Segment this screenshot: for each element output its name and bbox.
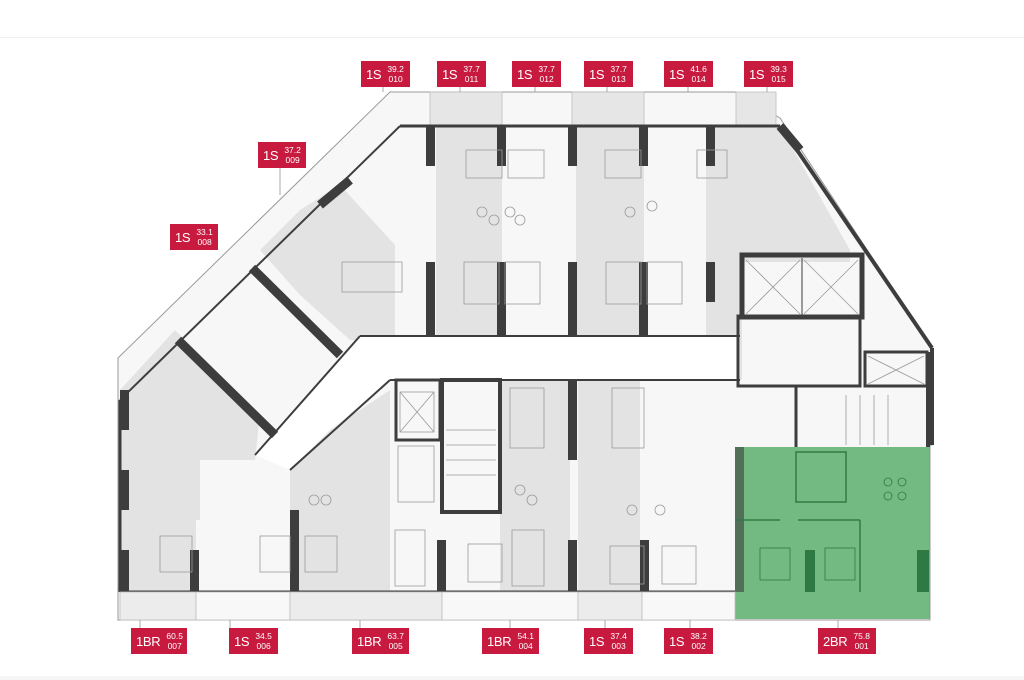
unit-type: 1S <box>263 147 279 163</box>
unit-type: 2BR <box>823 633 848 649</box>
unit-area: 37.7 <box>538 64 555 74</box>
unit-area: 39.2 <box>387 64 404 74</box>
unit-number: 014 <box>691 74 706 84</box>
highlighted-unit-001[interactable] <box>735 447 930 619</box>
unit-number: 008 <box>197 237 212 247</box>
unit-area: 60.5 <box>166 631 183 641</box>
unit-number: 007 <box>167 641 182 651</box>
unit-area: 37.2 <box>284 145 301 155</box>
unit-001-interior <box>737 451 907 592</box>
unit-area: 37.4 <box>610 631 627 641</box>
unit-type: 1S <box>517 66 533 82</box>
unit-type: 1S <box>669 633 685 649</box>
unit-area: 63.7 <box>387 631 404 641</box>
unit-type: 1S <box>175 229 191 245</box>
unit-area: 33.1 <box>196 227 213 237</box>
unit-type: 1BR <box>487 633 512 649</box>
unit-type: 1S <box>589 66 605 82</box>
unit-type: 1S <box>749 66 765 82</box>
unit-number: 009 <box>285 155 300 165</box>
unit-number: 006 <box>256 641 271 651</box>
bottom-balconies <box>119 591 736 621</box>
unit-number: 011 <box>464 74 479 84</box>
unit-area: 38.2 <box>690 631 707 641</box>
unit-area: 37.7 <box>463 64 480 74</box>
unit-type: 1S <box>442 66 458 82</box>
unit-area: 75.8 <box>853 631 870 641</box>
unit-area: 37.7 <box>610 64 627 74</box>
leader-lines <box>139 86 839 628</box>
unit-type: 1S <box>669 66 685 82</box>
corridor <box>255 336 740 470</box>
unit-area: 41.6 <box>690 64 707 74</box>
footer-band <box>0 676 1024 680</box>
unit-number: 015 <box>771 74 786 84</box>
unit-type: 1S <box>589 633 605 649</box>
header-divider <box>0 37 1024 38</box>
unit-type: 1S <box>366 66 382 82</box>
unit-area: 54.1 <box>517 631 534 641</box>
furniture <box>159 149 925 587</box>
unit-area: 39.3 <box>770 64 787 74</box>
unit-type: 1BR <box>357 633 382 649</box>
unit-number: 003 <box>611 641 626 651</box>
unit-area: 34.5 <box>255 631 272 641</box>
unit-number: 005 <box>388 641 403 651</box>
unit-type: 1BR <box>136 633 161 649</box>
diagonal-walls <box>174 176 353 439</box>
unit-number: 012 <box>539 74 554 84</box>
top-balconies <box>429 91 777 127</box>
unit-number: 013 <box>611 74 626 84</box>
unit-number: 004 <box>518 641 533 651</box>
unit-number: 002 <box>691 641 706 651</box>
unit-number: 010 <box>388 74 403 84</box>
unit-type: 1S <box>234 633 250 649</box>
unit-number: 001 <box>854 641 869 651</box>
